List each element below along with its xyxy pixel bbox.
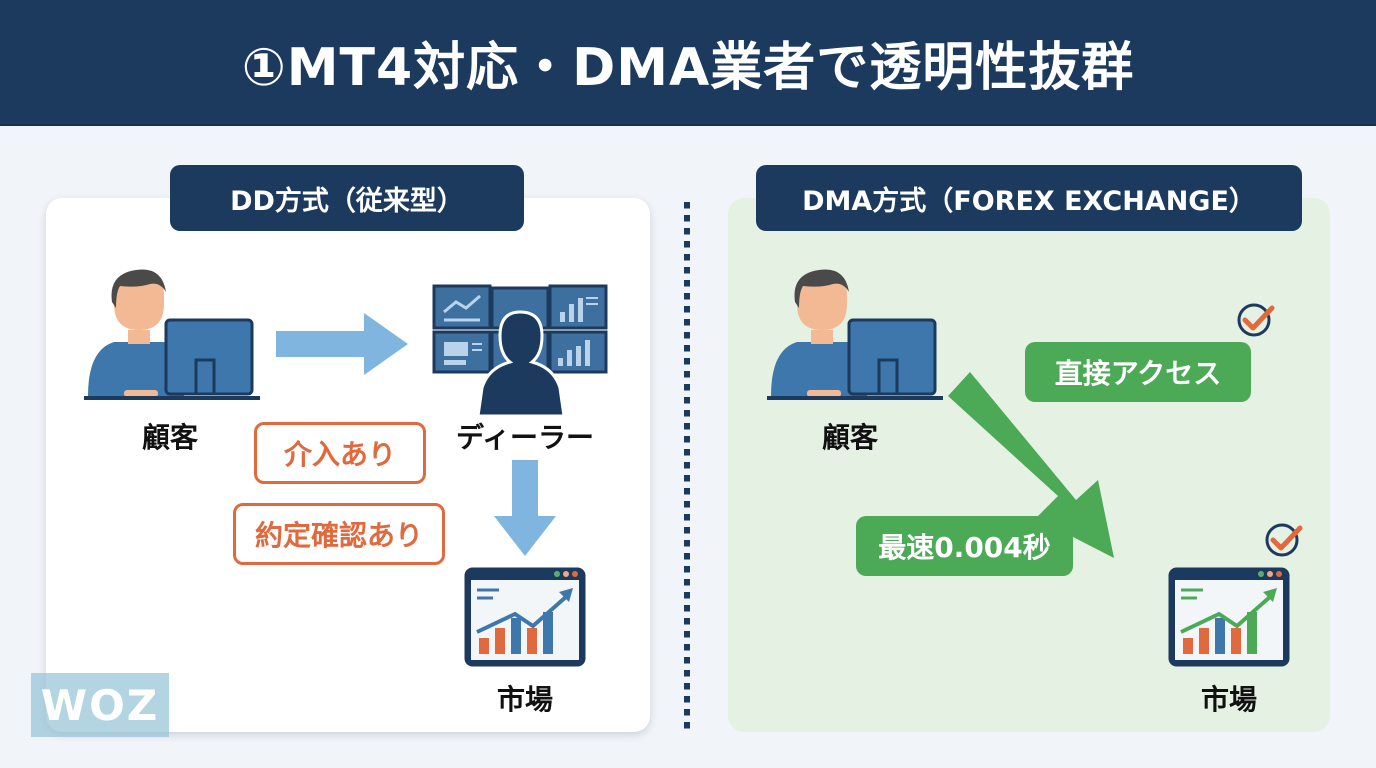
dma-customer-label: 顧客 — [821, 421, 878, 454]
person-at-computer-icon — [84, 269, 260, 400]
dma-market-label: 市場 — [1200, 683, 1257, 716]
page-title: ①MT4対応・DMA業者で透明性抜群 — [241, 37, 1135, 98]
market-chart-window-icon — [1168, 567, 1290, 667]
arrow-down-icon — [494, 460, 556, 556]
woz-watermark: WOZ — [31, 673, 169, 737]
person-at-computer-icon — [767, 269, 943, 400]
dd-customer-label: 顧客 — [141, 421, 198, 454]
intervention-tag: 介入あり — [254, 422, 426, 484]
dealer-label: ディーラー — [455, 421, 595, 454]
check-circle-icon — [1265, 523, 1303, 557]
dd-market-label: 市場 — [496, 683, 553, 716]
dma-method-title: DMA方式（FOREX EXCHANGE） — [756, 165, 1302, 231]
execution-confirm-tag: 約定確認あり — [233, 503, 445, 565]
arrow-diagonal-icon — [948, 372, 1114, 558]
dotted-divider — [684, 202, 690, 732]
speed-tag: 最速0.004秒 — [856, 516, 1073, 576]
check-circle-icon — [1237, 303, 1275, 337]
dd-method-title: DD方式（従来型） — [170, 165, 524, 231]
direct-access-tag: 直接アクセス — [1025, 342, 1251, 402]
dealer-with-monitors-icon — [432, 284, 608, 418]
market-chart-window-icon — [464, 567, 586, 667]
arrow-right-icon — [276, 313, 408, 375]
header-banner: ①MT4対応・DMA業者で透明性抜群 — [0, 0, 1376, 126]
